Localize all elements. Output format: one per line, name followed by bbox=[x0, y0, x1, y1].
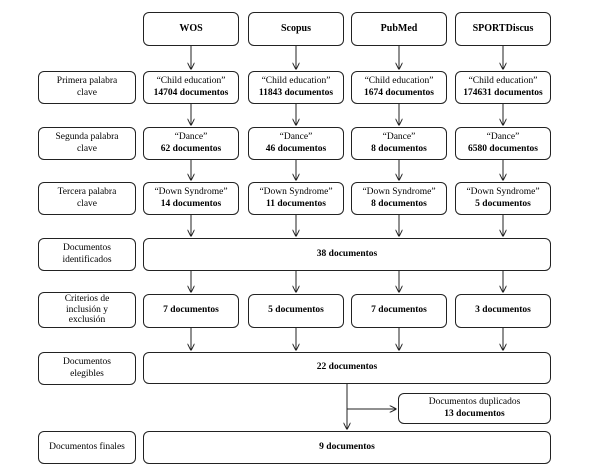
stage-label-segunda: Segunda palabra clave bbox=[38, 127, 136, 160]
keyword-box-scopus-primera: “Child education” 11843 documentos bbox=[248, 71, 344, 104]
document-count: 5 documentos bbox=[475, 198, 531, 209]
keyword-box-scopus-tercera: “Down Syndrome” 11 documentos bbox=[248, 182, 344, 215]
document-count: 1674 documentos bbox=[364, 87, 434, 98]
keyword-text: “Down Syndrome” bbox=[154, 187, 228, 198]
keyword-text: “Down Syndrome” bbox=[259, 187, 333, 198]
source-box-sportdiscus: SPORTDiscus bbox=[455, 12, 551, 46]
document-count: 62 documentos bbox=[160, 143, 222, 154]
stage-label-finales: Documentos finales bbox=[38, 431, 136, 464]
eligible-total-box: 22 documentos bbox=[143, 352, 551, 384]
document-count: 11843 documentos bbox=[258, 87, 334, 98]
keyword-box-sportdiscus-primera: “Child education” 174631 documentos bbox=[455, 71, 551, 104]
keyword-text: “Child education” bbox=[468, 76, 538, 87]
document-count: 46 documentos bbox=[265, 143, 327, 154]
keyword-box-wos-tercera: “Down Syndrome” 14 documentos bbox=[143, 182, 239, 215]
keyword-text: “Down Syndrome” bbox=[362, 187, 436, 198]
final-total-box: 9 documentos bbox=[143, 431, 551, 464]
document-count: 11 documentos bbox=[266, 198, 326, 209]
stage-label-elegibles: Documentos elegibles bbox=[38, 352, 136, 385]
criteria-box-scopus: 5 documentos bbox=[248, 294, 344, 328]
keyword-text: “Child education” bbox=[261, 76, 331, 87]
keyword-box-sportdiscus-segunda: “Dance” 6580 documentos bbox=[455, 127, 551, 160]
duplicates-count: 13 documentos bbox=[444, 408, 505, 419]
identified-total-box: 38 documentos bbox=[143, 238, 551, 271]
source-box-pubmed: PubMed bbox=[351, 12, 447, 46]
keyword-box-sportdiscus-tercera: “Down Syndrome” 5 documentos bbox=[455, 182, 551, 215]
keyword-text: “Down Syndrome” bbox=[466, 187, 540, 198]
document-count: 8 documentos bbox=[371, 143, 427, 154]
document-count: 6580 documentos bbox=[468, 143, 538, 154]
source-box-scopus: Scopus bbox=[248, 12, 344, 46]
keyword-box-wos-primera: “Child education” 14704 documentos bbox=[143, 71, 239, 104]
criteria-box-wos: 7 documentos bbox=[143, 294, 239, 328]
document-count: 14 documentos bbox=[160, 198, 222, 209]
criteria-box-sportdiscus: 3 documentos bbox=[455, 294, 551, 328]
keyword-text: “Dance” bbox=[174, 132, 208, 143]
duplicates-label: Documentos duplicados bbox=[428, 397, 521, 408]
keyword-text: “Dance” bbox=[279, 132, 313, 143]
keyword-box-scopus-segunda: “Dance” 46 documentos bbox=[248, 127, 344, 160]
stage-label-identificados: Documentos identificados bbox=[38, 238, 136, 271]
stage-label-criterios: Criterios de inclusión y exclusión bbox=[38, 292, 136, 328]
keyword-box-wos-segunda: “Dance” 62 documentos bbox=[143, 127, 239, 160]
keyword-box-pubmed-tercera: “Down Syndrome” 8 documentos bbox=[351, 182, 447, 215]
document-count: 8 documentos bbox=[371, 198, 427, 209]
keyword-text: “Dance” bbox=[486, 132, 520, 143]
keyword-text: “Dance” bbox=[382, 132, 416, 143]
source-box-wos: WOS bbox=[143, 12, 239, 46]
document-count: 14704 documentos bbox=[153, 87, 229, 98]
keyword-box-pubmed-segunda: “Dance” 8 documentos bbox=[351, 127, 447, 160]
duplicates-box: Documentos duplicados 13 documentos bbox=[398, 393, 551, 424]
stage-label-tercera: Tercera palabra clave bbox=[38, 182, 136, 215]
keyword-box-pubmed-primera: “Child education” 1674 documentos bbox=[351, 71, 447, 104]
stage-label-primera: Primera palabra clave bbox=[38, 71, 136, 104]
document-count: 174631 documentos bbox=[463, 87, 543, 98]
keyword-text: “Child education” bbox=[156, 76, 226, 87]
criteria-box-pubmed: 7 documentos bbox=[351, 294, 447, 328]
keyword-text: “Child education” bbox=[364, 76, 434, 87]
